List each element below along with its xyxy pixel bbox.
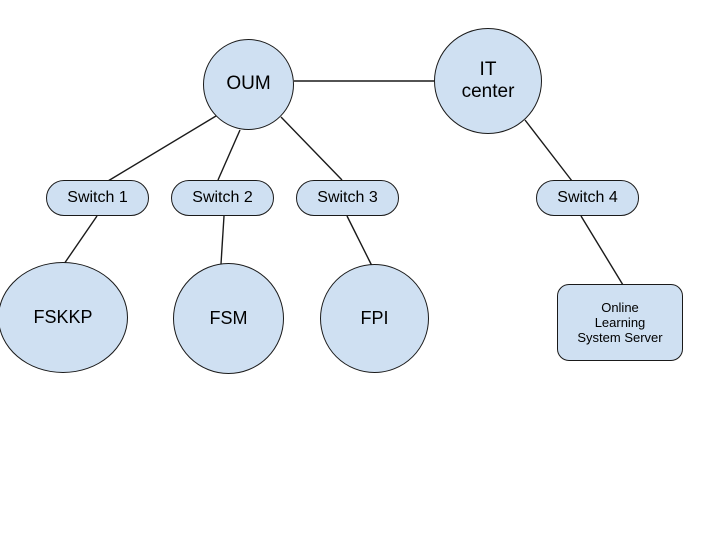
node-it-center-label: IT center (461, 58, 515, 102)
node-switch-3[interactable]: Switch 3 (296, 180, 399, 216)
edge-oum-switch1 (107, 115, 217, 182)
node-online-learning-system-server[interactable]: Online Learning System Server (557, 284, 683, 361)
node-fsm-label: FSM (209, 307, 248, 328)
node-switch-1-label: Switch 1 (67, 188, 128, 206)
node-switch-3-label: Switch 3 (317, 188, 378, 206)
node-fpi-label: FPI (360, 307, 389, 328)
edge-switch4-server (580, 215, 624, 286)
edge-it-switch4 (524, 119, 573, 182)
node-switch-4-label: Switch 4 (557, 188, 618, 206)
edge-switch3-fpi (346, 215, 373, 267)
edge-oum-switch3 (280, 116, 343, 181)
node-switch-2-label: Switch 2 (192, 188, 253, 206)
node-fsm[interactable]: FSM (173, 263, 284, 374)
node-switch-4[interactable]: Switch 4 (536, 180, 639, 216)
node-it-center[interactable]: IT center (434, 28, 542, 134)
node-fskkp-label: FSKKP (33, 306, 93, 327)
node-oum[interactable]: OUM (203, 39, 294, 130)
node-fpi[interactable]: FPI (320, 264, 429, 373)
node-fskkp[interactable]: FSKKP (0, 262, 128, 373)
edge-switch1-fskkp (63, 215, 98, 265)
node-oum-label: OUM (226, 73, 271, 95)
edge-switch2-fsm (220, 215, 225, 265)
node-online-learning-system-server-label: Online Learning System Server (577, 299, 663, 346)
node-switch-2[interactable]: Switch 2 (171, 180, 274, 216)
edge-oum-switch2 (217, 129, 241, 181)
node-switch-1[interactable]: Switch 1 (46, 180, 149, 216)
